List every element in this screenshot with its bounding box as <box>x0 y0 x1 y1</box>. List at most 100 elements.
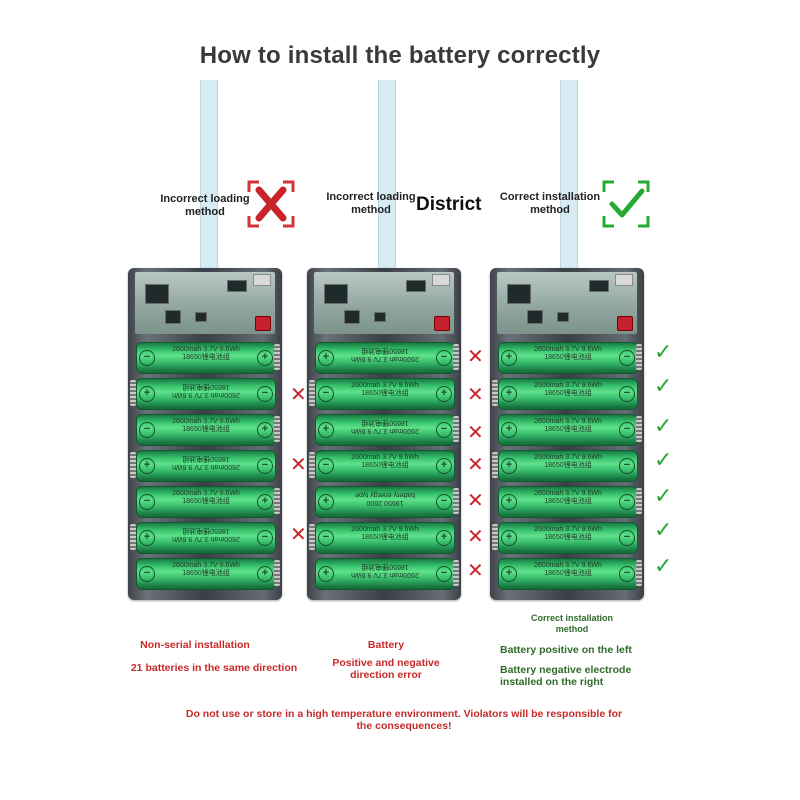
pcb-chip <box>406 280 426 292</box>
battery-spring <box>492 524 498 550</box>
battery-cell-label: 2600mah 3.7V 9.6Wh 18650锂电池组 <box>351 347 419 362</box>
terminal-symbol: + <box>501 386 517 402</box>
battery-cell: 2600mah 3.7V 9.6Wh 18650锂电池组−+ <box>315 378 455 410</box>
battery-cell: 2600mah 3.7V 9.6Wh 18650锂电池组−+ <box>136 414 276 446</box>
battery-spring <box>636 416 642 442</box>
cross-mark-icon: ✕ <box>467 344 484 368</box>
battery-cell: 2600mah 3.7V 9.6Wh 18650锂电池组 + − <box>498 342 638 374</box>
panel-2-header-extra: District <box>416 194 482 215</box>
battery-cell-label: 2600mah 3.7V 9.6Wh 18650锂电池组 <box>172 455 240 470</box>
pcb-chip <box>344 310 360 324</box>
panel-3-caption-title: Correct installation method <box>530 613 613 634</box>
battery-spring <box>453 416 459 442</box>
battery-spring <box>636 560 642 586</box>
power-switch <box>255 316 271 331</box>
battery-cell: 2600mah 3.7V 9.6Wh 18650锂电池组 + − <box>315 558 455 590</box>
battery-cell-label: 2600mah 3.7V 9.6Wh 18650锂电池组 <box>351 454 419 469</box>
battery-spring <box>492 452 498 478</box>
terminal-symbol: + <box>139 458 155 474</box>
terminal-symbol: + <box>318 566 334 582</box>
terminal-symbol: + <box>501 530 517 546</box>
red-cross-box-icon <box>247 180 295 228</box>
battery-cell: 2600mah 3.7V 9.6Wh 18650锂电池组+− <box>136 378 276 410</box>
battery-cell: 2600mah 3.7V 9.6Wh 18650锂电池组+− <box>498 450 638 482</box>
battery-cell-label: 2600mah 3.7V 9.6Wh 18650锂电池组 <box>534 346 602 361</box>
terminal-symbol: − <box>257 386 273 402</box>
pcb-chip <box>195 312 207 322</box>
terminal-symbol: + <box>257 350 273 366</box>
terminal-symbol: − <box>436 350 452 366</box>
battery-cell: 2600mah 3.7V 9.6Wh 18650锂电池组+− <box>136 522 276 554</box>
battery-cell-label: 2600mah 3.7V 9.6Wh 18650锂电池组 <box>534 562 602 577</box>
terminal-symbol: + <box>501 494 517 510</box>
terminal-symbol: − <box>318 386 334 402</box>
terminal-symbol: − <box>619 494 635 510</box>
terminal-symbol: + <box>318 494 334 510</box>
battery-cell: 2600mah 3.7V 9.6Wh 18650锂电池组 − + <box>315 522 455 554</box>
check-mark-icon: ✓ <box>654 448 673 473</box>
terminal-symbol: − <box>436 566 452 582</box>
battery-spring <box>130 524 136 550</box>
battery-cell: 2600mah 3.7V 9.6Wh 18650锂电池组 + − <box>498 486 638 518</box>
battery-spring <box>274 488 280 514</box>
battery-cell: 2600mah 3.7V 9.6Wh 18650锂电池组−+ <box>136 558 276 590</box>
terminal-symbol: − <box>139 494 155 510</box>
terminal-symbol: + <box>501 350 517 366</box>
battery-spring <box>453 488 459 514</box>
panel-1-caption-body: 21 batteries in the same direction <box>130 662 298 674</box>
battery-cell: 2600mah 3.7V 9.6Wh 18650锂电池组 + − <box>315 342 455 374</box>
battery-cell-label: 2600mah 3.7V 9.6Wh 18650锂电池组 <box>351 563 419 578</box>
check-mark-icon: ✓ <box>654 340 673 365</box>
usb-port <box>253 274 271 286</box>
panel-2-caption-title: Battery <box>367 639 405 651</box>
battery-cell-label: 2600mah 3.7V 9.6Wh 18650锂电池组 <box>534 454 602 469</box>
terminal-symbol: + <box>139 386 155 402</box>
terminal-symbol: + <box>501 422 517 438</box>
check-mark-icon: ✓ <box>654 518 673 543</box>
terminal-symbol: − <box>619 350 635 366</box>
pcb-chip <box>589 280 609 292</box>
battery-cell: 2600mah 3.7V 9.6Wh 18650锂电池组 + − <box>136 450 276 482</box>
battery-spring <box>453 560 459 586</box>
terminal-symbol: − <box>318 458 334 474</box>
panel-3-caption-line2: Battery negative electrode installed on … <box>500 664 632 688</box>
terminal-symbol: + <box>436 386 452 402</box>
terminal-symbol: + <box>257 494 273 510</box>
green-check-box-icon <box>602 180 650 228</box>
battery-cell: 2600mah 3.7V 9.6Wh 18650锂电池组+− <box>498 522 638 554</box>
terminal-symbol: − <box>318 530 334 546</box>
terminal-symbol: + <box>436 458 452 474</box>
terminal-symbol: − <box>257 458 273 474</box>
cross-mark-icon: ✕ <box>290 522 307 546</box>
battery-cell: 2600mah 3.7V 9.6Wh 18650锂电池组+− <box>498 414 638 446</box>
battery-cell-label: 2600mah 3.7V 9.6Wh 18650锂电池组 <box>172 418 240 433</box>
battery-case-direction-error: 2600mah 3.7V 9.6Wh 18650锂电池组+−2600mah 3.… <box>307 268 461 600</box>
pcb-chip <box>507 284 531 304</box>
battery-case-correct: 2600mah 3.7V 9.6Wh 18650锂电池组 + − 2600mah 3.… <box>490 268 644 600</box>
battery-cell-label: 2600mah 3.7V 9.6Wh 18650锂电池组 <box>534 490 602 505</box>
cross-mark-icon: ✕ <box>290 382 307 406</box>
terminal-symbol: + <box>318 350 334 366</box>
battery-spring <box>492 380 498 406</box>
check-mark-icon: ✓ <box>654 554 673 579</box>
battery-cell: 2600mah 3.7V 9.6Wh 18650锂电池组−+ <box>136 486 276 518</box>
battery-spring <box>636 488 642 514</box>
cross-mark-icon: ✕ <box>467 558 484 582</box>
check-mark-icon: ✓ <box>654 414 673 439</box>
terminal-symbol: + <box>436 530 452 546</box>
battery-cell-label: 2600mah 3.7V 9.6Wh 18650锂电池组 <box>172 562 240 577</box>
terminal-symbol: + <box>318 422 334 438</box>
circuit-board <box>497 272 637 334</box>
battery-cell-label: 2600mah 3.7V 9.6Wh 18650锂电池组 <box>351 526 419 541</box>
battery-cell: 2600mah 3.7V 9.6Wh 18650锂电池组−+ <box>136 342 276 374</box>
panel-2-header: Incorrect loading method <box>326 191 416 216</box>
battery-cell-label: 2600mah 3.7V 9.6Wh 18650锂电池组 <box>534 418 602 433</box>
terminal-symbol: − <box>139 566 155 582</box>
battery-cell-label: 2600mah 3.7V 9.6Wh 18650锂电池组 <box>534 382 602 397</box>
terminal-symbol: − <box>619 386 635 402</box>
terminal-symbol: − <box>139 422 155 438</box>
battery-spring <box>130 380 136 406</box>
panel-3-header: Correct installation method <box>499 191 601 216</box>
terminal-symbol: − <box>139 350 155 366</box>
battery-cell-label: 2600mah 3.7V 9.6Wh 18650锂电池组 <box>172 527 240 542</box>
